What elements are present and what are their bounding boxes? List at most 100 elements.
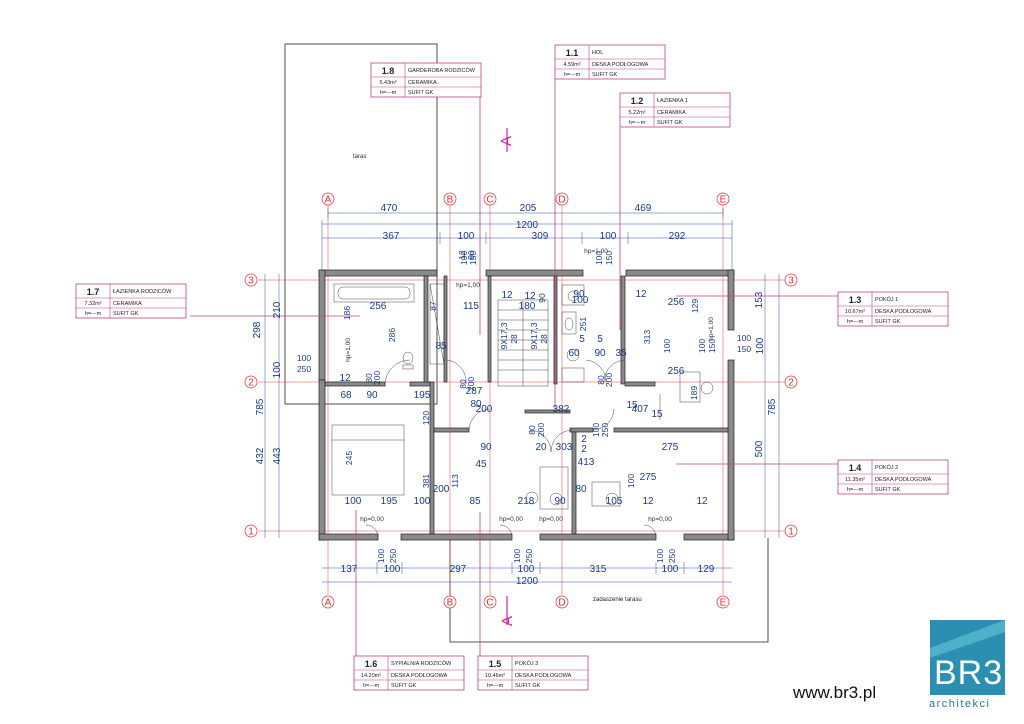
dim-interior: 275 [662, 442, 679, 453]
room-name: POKÓJ 1 [875, 296, 898, 303]
dim-bottom-1: 137 [341, 564, 358, 575]
dim-interior: 60 [568, 348, 580, 359]
axis-bubble [483, 192, 497, 206]
dim-opening: 100 [655, 549, 665, 563]
dim-interior: 85 [435, 341, 447, 352]
level-marker: hp=1,00 [456, 282, 480, 289]
room-name: GARDEROBA RODZICÓW [408, 67, 476, 74]
room-number: 1.8 [382, 66, 395, 76]
terrace-label: taras [353, 154, 366, 160]
dim-interior: 90 [466, 250, 476, 260]
fixtures [331, 283, 714, 510]
dim-opening: 250 [524, 549, 534, 563]
dim-interior: 68 [340, 390, 352, 401]
dim-interior: 15 [626, 400, 638, 411]
room-area: 5.22m² [628, 110, 645, 116]
dim-interior: 80 [364, 373, 374, 383]
dim-interior: 35 [615, 348, 627, 359]
axis-bubble [244, 273, 258, 287]
axis-number-1: 1 [248, 527, 254, 538]
dim-opening: 100 [697, 339, 707, 353]
dim-interior: 186 [342, 306, 352, 320]
dim-interior: 100 [662, 339, 672, 353]
axis-number-3: 3 [248, 276, 254, 287]
dim-opening: 100 [737, 333, 751, 343]
axis-letter-B: B [447, 195, 454, 206]
room-floor: CERAMIKA [657, 110, 686, 116]
section-mark: A A [498, 128, 516, 626]
dim-interior: 9X17,3 [499, 322, 509, 349]
dim-interior: 12 [339, 373, 351, 384]
dim-interior: 100 [345, 496, 362, 507]
dim-interior: 256 [668, 297, 685, 308]
website-url[interactable]: www.br3.pl [793, 683, 877, 702]
dim-interior: 200 [604, 373, 614, 387]
dim-interior: 287 [466, 386, 483, 397]
room-number: 1.2 [631, 96, 644, 106]
dim-interior: 12 [635, 289, 647, 300]
dim-interior: 195 [414, 390, 431, 401]
dim-interior: 90 [537, 293, 547, 303]
dim-opening: 100 [297, 353, 311, 363]
axis-bubble [244, 524, 258, 538]
room-name: POKÓJ 3 [515, 660, 538, 667]
dim-interior: 90 [366, 390, 378, 401]
room-floor: DESKA PODŁOGOWA [391, 673, 448, 679]
axis-letter-A: A [325, 598, 332, 609]
level-marker: hp=0,00 [499, 516, 523, 523]
axis-number-1: 1 [788, 527, 794, 538]
dim-opening: 150 [468, 251, 478, 265]
dim-opening: 150 [604, 251, 614, 265]
axis-bubble [555, 192, 569, 206]
room-height: h=---m [487, 683, 504, 689]
axis-bubble [784, 524, 798, 538]
room-number: 1.4 [849, 463, 862, 473]
room-name: HOL [592, 50, 603, 56]
dim-interior: 87 [428, 301, 438, 311]
room-number: 1.5 [489, 659, 502, 669]
room-height: h=---m [629, 120, 646, 126]
dim-top-2: 309 [532, 231, 549, 242]
dim-opening: 100 [376, 549, 386, 563]
room-number: 1.7 [87, 287, 100, 297]
room-name: POKÓJ 2 [875, 464, 898, 471]
dim-interior: 256 [370, 301, 387, 312]
dim-interior: 200 [372, 371, 382, 385]
dim-interior: 245 [344, 451, 354, 465]
dim-interior: 12 [642, 496, 654, 507]
dim-interior: 313 [642, 330, 652, 344]
dim-bottom-1: 100 [384, 564, 401, 575]
dim-top-total: 1200 [516, 220, 539, 231]
axis-bubble [555, 595, 569, 609]
br3-logo-mark [930, 620, 1005, 695]
room-name: SYPIALNIA RODZICÓW [391, 660, 452, 667]
dim-interior: 80 [527, 425, 537, 435]
dim-interior: 218 [518, 496, 535, 507]
dim-opening: 250 [388, 549, 398, 563]
dim-right-outer: 153 [754, 291, 765, 308]
room-height: h=---m [85, 311, 102, 317]
room-name: ŁAZIENKA RODZICÓW [113, 288, 172, 295]
axis-bubble [784, 375, 798, 389]
covered-terrace-outline [449, 538, 769, 643]
axis-letter-E: E [720, 195, 727, 206]
axis-number-2: 2 [788, 378, 794, 389]
dim-interior: 28 [539, 334, 549, 344]
dim-interior: 80 [596, 375, 606, 385]
dim-interior: 12 [457, 250, 467, 260]
dim-interior: 15 [651, 409, 663, 420]
dim-interior: 12 [696, 496, 708, 507]
room-ceiling: SUFIT GK [875, 487, 901, 493]
dim-interior: 45 [475, 459, 487, 470]
dim-top-1: 469 [635, 203, 652, 214]
dim-interior: 100 [591, 423, 601, 437]
br3-logo-subtitle: architekci [929, 698, 991, 710]
dim-interior: 12 [501, 290, 513, 301]
dim-interior: 189 [689, 386, 699, 400]
dim-left-outer: 785 [255, 398, 266, 415]
